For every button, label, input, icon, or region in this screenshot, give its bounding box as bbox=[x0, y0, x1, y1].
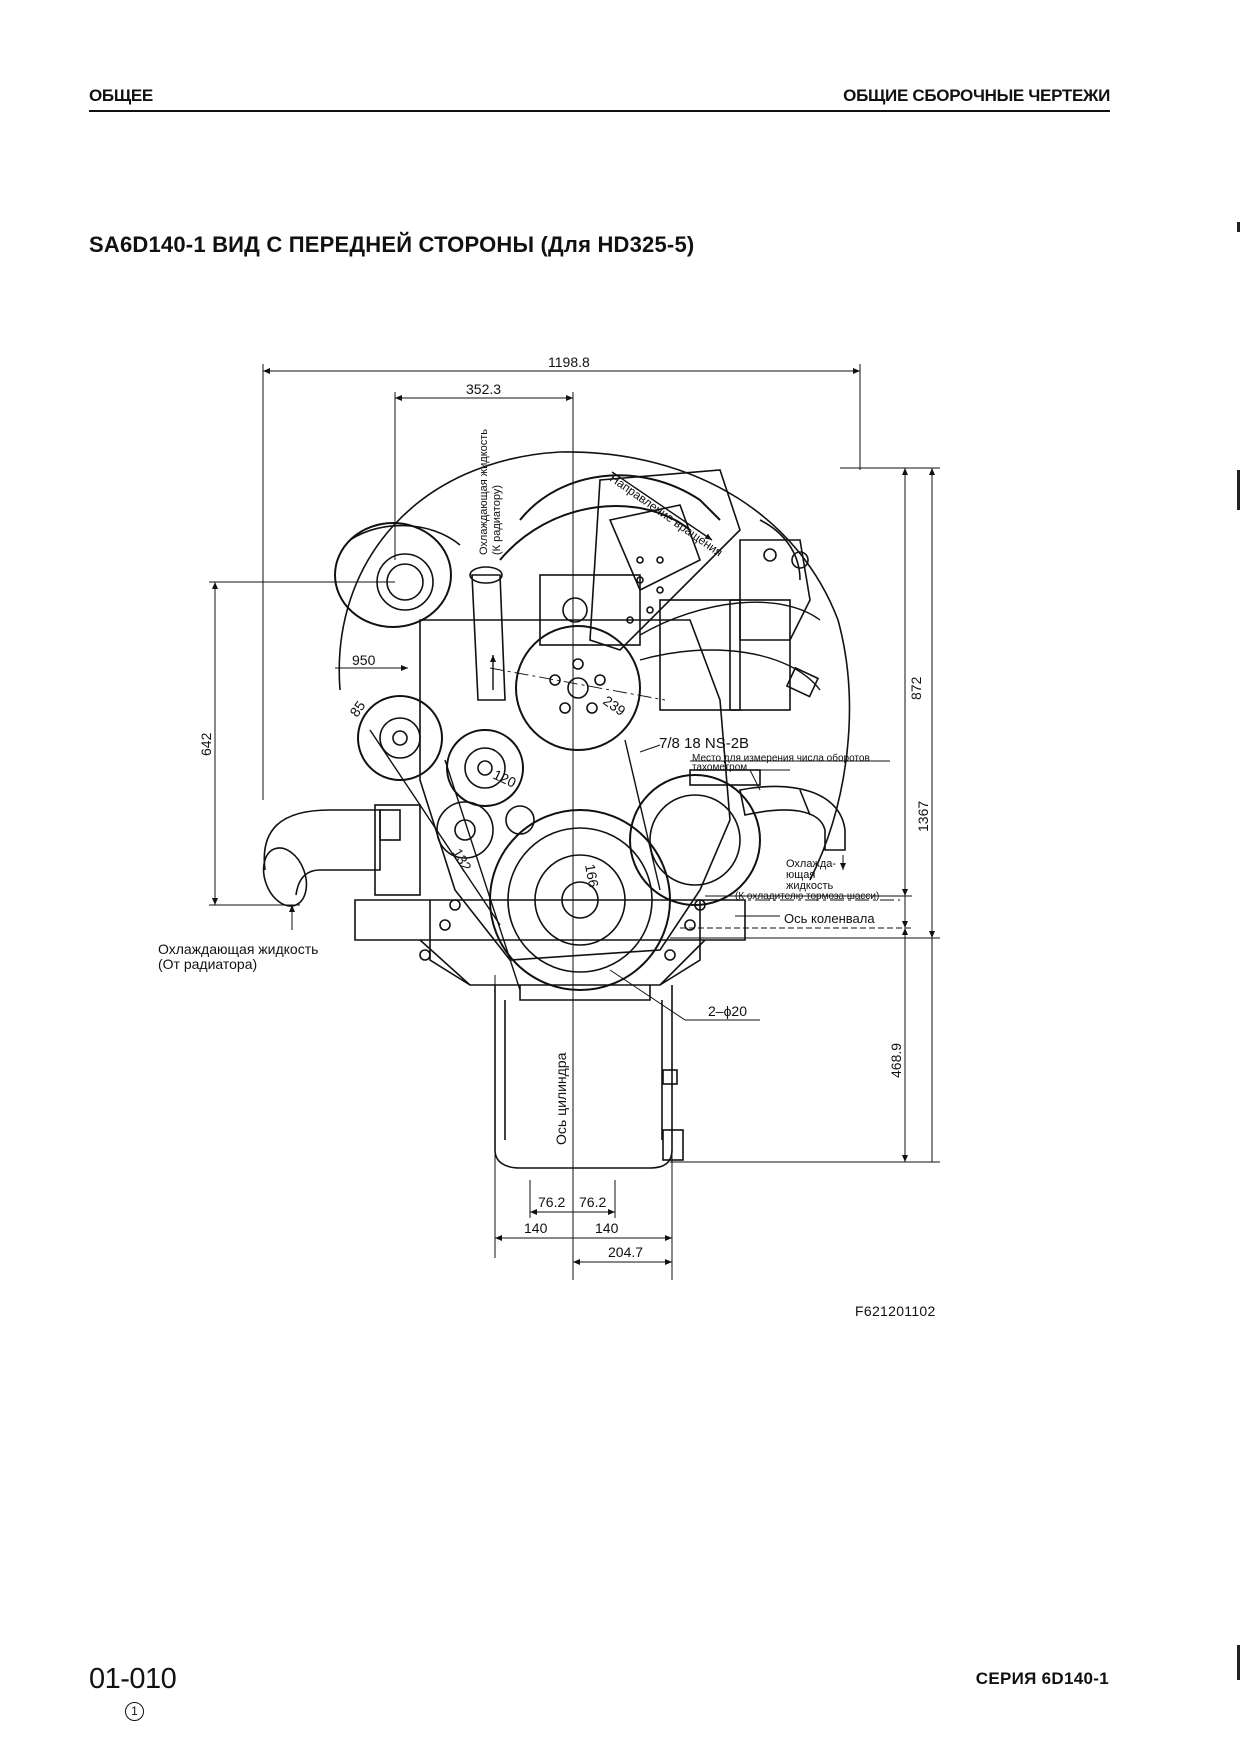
dim-204: 204.7 bbox=[608, 1244, 643, 1260]
rotation-arrow bbox=[611, 471, 713, 541]
label-cylinder-axis: Ось цилиндра bbox=[553, 1052, 569, 1145]
dim-offset-top: 352.3 bbox=[466, 381, 501, 397]
edge-mark bbox=[1237, 470, 1240, 510]
dim-140-left: 140 bbox=[524, 1220, 548, 1236]
header-chapter: ОБЩИЕ СБОРОЧНЫЕ ЧЕРТЕЖИ bbox=[843, 86, 1110, 105]
dim-76-right: 76.2 bbox=[579, 1194, 606, 1210]
page-number: 01-010 bbox=[89, 1663, 177, 1695]
center-lines bbox=[355, 410, 900, 1180]
dim-950: 950 bbox=[352, 652, 376, 668]
edge-mark bbox=[1237, 1645, 1240, 1680]
dim-239: 239 bbox=[600, 692, 628, 719]
dim-120: 120 bbox=[491, 766, 519, 790]
label-tacho-point-2: тахометром bbox=[692, 762, 747, 773]
dim-166: 166 bbox=[582, 863, 602, 889]
header-section: ОБЩЕЕ bbox=[89, 86, 153, 105]
label-coolant-brake-2: ющая bbox=[786, 869, 815, 881]
dim-85: 85 bbox=[346, 698, 368, 720]
dimension-lines bbox=[209, 364, 940, 1280]
header-rule bbox=[89, 110, 1110, 112]
dim-140-right: 140 bbox=[595, 1220, 619, 1236]
dim-132: 132 bbox=[449, 846, 475, 874]
dim-1367: 1367 bbox=[915, 801, 931, 832]
label-coolant-brake-4: (К охладителю тормоза шасси) bbox=[735, 891, 879, 902]
label-crankshaft-axis: Ось коленвала bbox=[784, 911, 875, 926]
edge-mark bbox=[1237, 222, 1240, 232]
label-thread-spec: 7/8 18 NS-2B bbox=[659, 735, 749, 752]
label-coolant-from-radiator-sub: (От радиатора) bbox=[158, 956, 257, 972]
revision-mark: 1 bbox=[125, 1702, 144, 1721]
dim-overall-width: 1198.8 bbox=[548, 354, 590, 370]
engine-outline bbox=[262, 451, 851, 1169]
dim-76-left: 76.2 bbox=[538, 1194, 565, 1210]
label-coolant-brake-1: Охлажда- bbox=[786, 858, 836, 870]
dim-872: 872 bbox=[908, 676, 924, 700]
label-coolant-to-radiator-sub: (К радиатору) bbox=[491, 485, 503, 555]
label-coolant-brake-3: жидкость bbox=[786, 880, 834, 892]
label-tacho-point: Место для измерения числа оборотов bbox=[692, 752, 870, 764]
dim-642: 642 bbox=[198, 732, 214, 756]
label-coolant-from-radiator: Охлаждающая жидкость bbox=[158, 941, 318, 957]
page-title: SA6D140-1 ВИД С ПЕРЕДНЕЙ СТОРОНЫ (Для HD… bbox=[89, 232, 695, 257]
dim-holes: 2–ϕ20 bbox=[708, 1003, 747, 1019]
figure-code: F621201102 bbox=[855, 1303, 936, 1319]
dim-468: 468.9 bbox=[888, 1043, 904, 1078]
series-label: СЕРИЯ 6D140-1 bbox=[975, 1669, 1109, 1688]
label-coolant-to-radiator: Охлаждающая жидкость bbox=[478, 429, 490, 555]
